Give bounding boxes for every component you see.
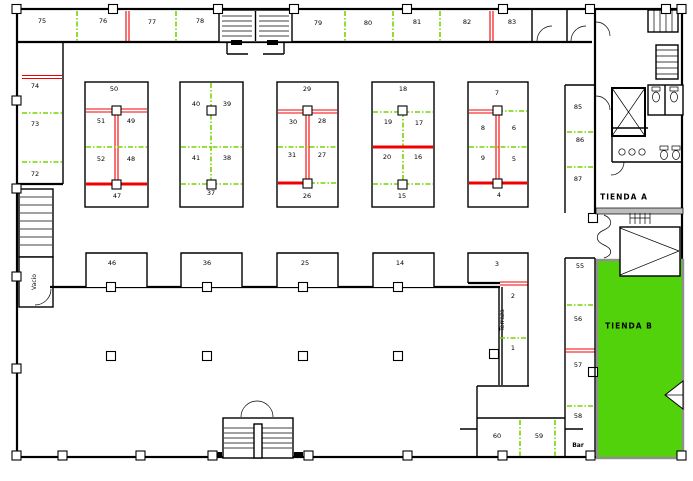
terraza-walls	[460, 283, 565, 457]
room-label-87: 87	[573, 174, 583, 183]
flexible-partition-icon	[596, 214, 612, 259]
room-label-51: 51	[96, 116, 106, 125]
room-label-56: 56	[573, 314, 583, 323]
room-label-15: 15	[397, 191, 407, 200]
tienda-b-area	[595, 258, 685, 460]
room-label-85: 85	[573, 102, 583, 111]
room-label-58: 58	[573, 411, 583, 420]
room-label-72: 72	[30, 169, 40, 178]
room-label-86: 86	[575, 135, 585, 144]
door-arc-icon	[34, 288, 52, 306]
room-label-7: 7	[494, 88, 500, 97]
room-label-50: 50	[109, 84, 119, 93]
market-block-1	[84, 81, 149, 208]
right-strip-rooms	[564, 84, 599, 457]
door-arc-icon	[240, 400, 258, 418]
comb-marker-icon	[629, 213, 651, 224]
sink-icon	[618, 148, 646, 156]
left-staircase-icon	[18, 188, 54, 258]
room-label-76: 76	[98, 16, 108, 25]
door-arc-icon	[536, 25, 553, 42]
room-label-31: 31	[287, 150, 297, 159]
tienda-a-label: TIENDA A	[600, 192, 648, 202]
staircase-icon	[655, 44, 679, 80]
room-label-82: 82	[462, 17, 472, 26]
market-block-2	[179, 81, 244, 208]
room-label-29: 29	[302, 84, 312, 93]
room-label-9: 9	[480, 153, 486, 162]
room-label-41: 41	[191, 153, 201, 162]
door-arc-icon	[595, 95, 611, 111]
terraza-label: Terraza	[499, 309, 506, 331]
room-label-73: 73	[30, 119, 40, 128]
stair-room-label: Vacio	[31, 274, 38, 290]
toilet-icon	[659, 145, 681, 160]
room-label-52: 52	[96, 154, 106, 163]
room-label-77: 77	[147, 17, 157, 26]
room-label-1: 1	[510, 343, 516, 352]
room-label-79: 79	[313, 18, 323, 27]
room-label-16: 16	[413, 152, 423, 161]
room-label-59: 59	[534, 431, 544, 440]
room-label-80: 80	[363, 18, 373, 27]
room-label-14: 14	[395, 258, 405, 267]
room-label-49: 49	[126, 116, 136, 125]
room-label-47: 47	[112, 191, 122, 200]
room-label-27: 27	[317, 150, 327, 159]
room-label-37: 37	[206, 188, 216, 197]
bar-label: Bar	[572, 442, 584, 449]
stair-room	[18, 256, 54, 308]
room-label-6: 6	[511, 123, 517, 132]
room-label-8: 8	[480, 123, 486, 132]
door-arc-icon	[610, 161, 625, 176]
top-room-band	[17, 10, 592, 44]
room-label-20: 20	[382, 152, 392, 161]
room-label-40: 40	[191, 99, 201, 108]
room-label-78: 78	[195, 16, 205, 25]
room-label-25: 25	[300, 258, 310, 267]
room-label-75: 75	[37, 16, 47, 25]
room-label-55: 55	[575, 261, 585, 270]
room-label-17: 17	[414, 118, 424, 127]
door-arc-icon	[256, 400, 274, 418]
room-label-18: 18	[398, 84, 408, 93]
door-arc-icon	[595, 21, 611, 37]
tienda-b-label: TIENDA B	[605, 321, 653, 331]
entrance-gap	[596, 213, 681, 277]
wall-pilasters	[11, 3, 687, 461]
room-label-36: 36	[202, 258, 212, 267]
top-staircase-icon	[218, 9, 293, 55]
room-label-2: 2	[510, 291, 516, 300]
room-label-19: 19	[383, 117, 393, 126]
market-block-5	[467, 81, 529, 208]
stall-row	[50, 252, 529, 293]
columns	[105, 350, 404, 362]
room-label-48: 48	[126, 154, 136, 163]
market-block-3	[276, 81, 339, 208]
room-label-57: 57	[573, 360, 583, 369]
room-label-30: 30	[288, 117, 298, 126]
room-label-74: 74	[30, 81, 40, 90]
room-label-81: 81	[412, 17, 422, 26]
room-label-39: 39	[222, 99, 232, 108]
service-core	[593, 8, 684, 458]
room-label-46: 46	[107, 258, 117, 267]
room-label-26: 26	[302, 191, 312, 200]
left-room-band	[17, 42, 64, 186]
room-label-83: 83	[507, 17, 517, 26]
room-label-38: 38	[222, 153, 232, 162]
door-arc-icon	[570, 25, 587, 42]
room-label-4: 4	[496, 190, 502, 199]
toilet-icon	[647, 84, 684, 116]
room-label-60: 60	[492, 431, 502, 440]
room-label-5: 5	[511, 154, 517, 163]
bottom-staircase-icon	[213, 400, 303, 459]
ramp-icon	[619, 226, 681, 277]
room-label-3: 3	[494, 259, 500, 268]
room-label-28: 28	[317, 116, 327, 125]
market-block-4	[371, 81, 435, 208]
